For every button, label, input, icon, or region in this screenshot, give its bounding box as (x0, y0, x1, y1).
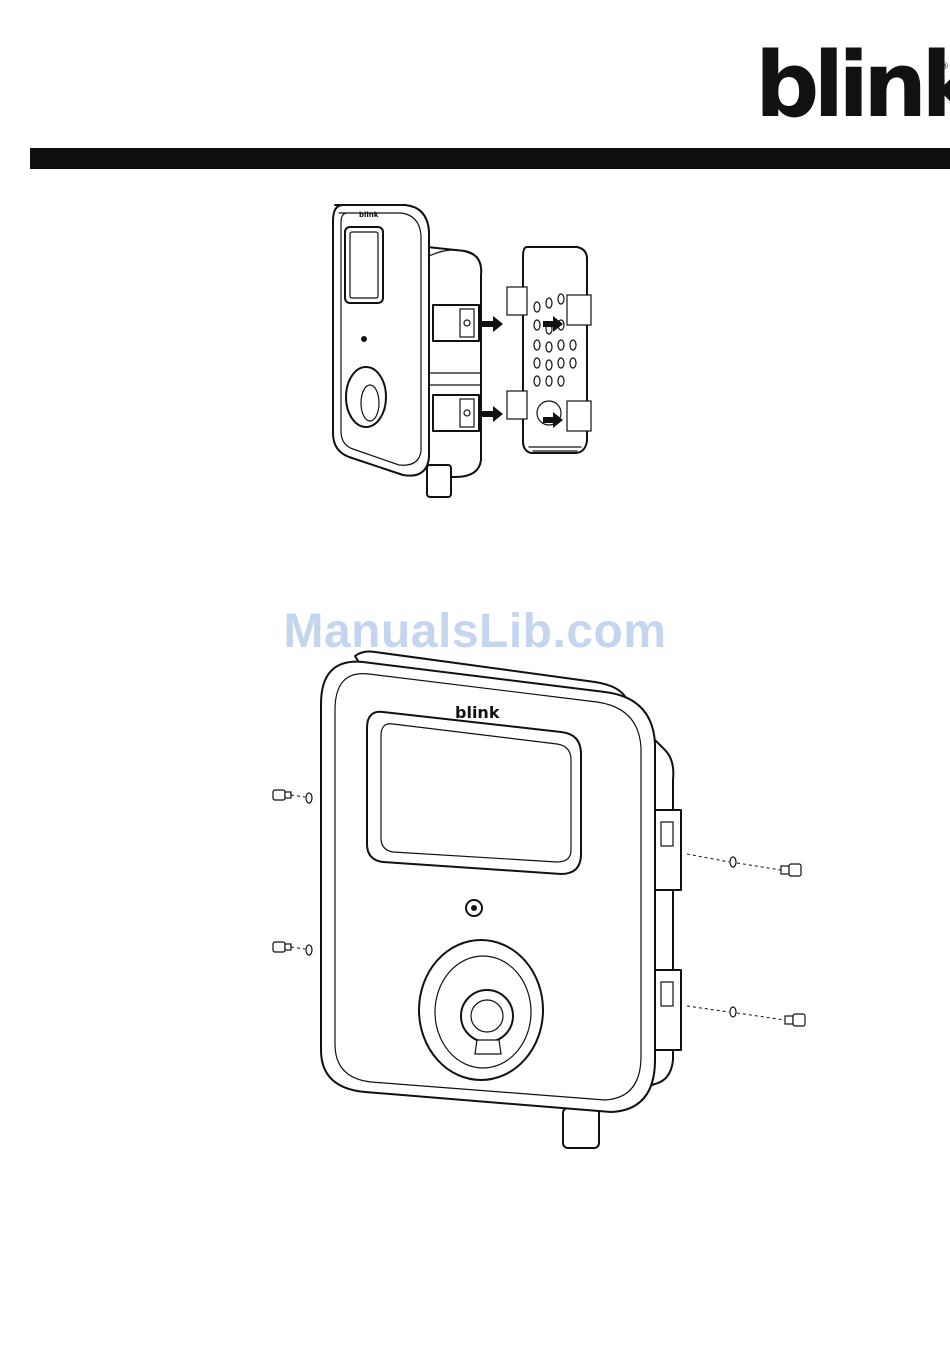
charger-cable (427, 465, 451, 497)
bracket-mount-illustration: blink (315, 195, 615, 505)
screw-icon (687, 854, 801, 876)
screw-icon (273, 790, 312, 803)
brand-logo: blink (755, 38, 950, 133)
device-logo-small: blink (359, 211, 379, 219)
bracket-flange (507, 287, 527, 315)
charger-rear-housing (427, 247, 481, 477)
screw-fastening-illustration: blink (255, 640, 815, 1160)
arrow-icon (481, 316, 503, 332)
screw-icon (273, 942, 312, 955)
arrow-icon (481, 406, 503, 422)
device-logo: blink (455, 703, 500, 722)
status-indicator (361, 336, 367, 342)
charger-cable (563, 1108, 599, 1148)
registered-mark: ® (940, 62, 950, 74)
charger-screen (367, 712, 581, 874)
header-bar (30, 148, 950, 169)
screw-icon (687, 1006, 805, 1026)
